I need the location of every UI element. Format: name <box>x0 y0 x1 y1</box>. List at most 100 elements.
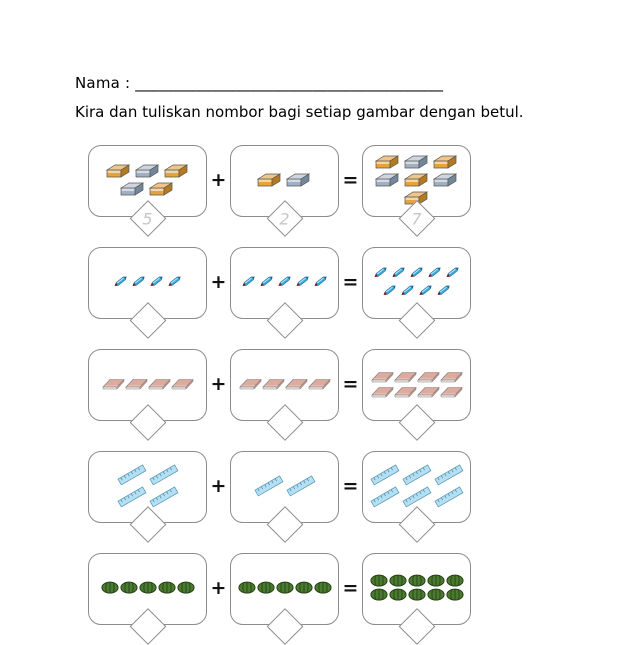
answer-diamond[interactable] <box>267 609 303 645</box>
answer-diamond[interactable] <box>130 507 166 543</box>
answer-diamond[interactable] <box>399 507 435 543</box>
equals-sign: = <box>342 271 359 293</box>
addend-1-box: 5 <box>88 145 207 228</box>
name-blank-line: ________________________________________ <box>135 74 444 92</box>
book-icon <box>147 378 171 390</box>
ruler-icon <box>369 463 399 485</box>
book-icon <box>439 386 463 398</box>
item-group <box>237 149 332 210</box>
watermelon-icon <box>407 574 426 587</box>
book-icon <box>261 378 285 390</box>
equals-sign: = <box>342 169 359 191</box>
item-group <box>369 149 464 210</box>
answer-diamond[interactable] <box>267 303 303 339</box>
pen-icon <box>296 276 309 287</box>
answer-diamond[interactable] <box>399 609 435 645</box>
answer-value: 7 <box>411 209 422 229</box>
pen-icon <box>150 276 163 287</box>
answer-value <box>130 405 166 441</box>
eraser-icon <box>134 163 159 178</box>
watermelon-icon <box>388 574 407 587</box>
answer-diamond[interactable] <box>130 405 166 441</box>
item-group <box>237 353 332 414</box>
item-group <box>237 557 332 618</box>
addend-2-box: 2 <box>230 145 339 228</box>
equation-row-2: + <box>88 247 638 319</box>
equation-row-3: + = <box>88 349 638 421</box>
answer-value <box>399 303 435 339</box>
watermelon-icon <box>426 588 445 601</box>
watermelon-icon <box>237 581 256 594</box>
addend-2-box <box>230 349 339 421</box>
name-label: Nama : <box>75 74 131 92</box>
addend-2-box <box>230 451 339 523</box>
eraser-icon <box>286 172 311 187</box>
answer-diamond[interactable]: 7 <box>399 201 435 237</box>
pen-icon <box>446 267 459 278</box>
addend-1-box <box>88 247 207 319</box>
equals-sign: = <box>342 475 359 497</box>
answer-value: 5 <box>142 209 153 229</box>
watermelon-icon <box>294 581 313 594</box>
item-group <box>237 251 332 312</box>
answer-diamond[interactable] <box>267 507 303 543</box>
pen-icon <box>383 285 396 296</box>
ruler-icon <box>116 485 146 507</box>
pen-icon <box>428 267 441 278</box>
answer-value <box>267 507 303 543</box>
item-group <box>95 149 200 210</box>
watermelon-icon <box>256 581 275 594</box>
equation-row-1: 5 + 2 = <box>88 145 638 228</box>
item-group <box>95 251 200 312</box>
sum-box <box>362 247 471 319</box>
watermelon-icon <box>445 574 464 587</box>
eraser-icon <box>257 172 282 187</box>
watermelon-icon <box>313 581 332 594</box>
book-icon <box>124 378 148 390</box>
item-group <box>369 455 464 516</box>
pen-icon <box>437 285 450 296</box>
ruler-icon <box>253 474 283 496</box>
pen-icon <box>392 267 405 278</box>
watermelon-icon <box>445 588 464 601</box>
pen-icon <box>114 276 127 287</box>
sum-box <box>362 451 471 523</box>
book-icon <box>393 386 417 398</box>
ruler-icon <box>401 463 431 485</box>
book-icon <box>439 371 463 383</box>
answer-diamond[interactable] <box>267 405 303 441</box>
plus-sign: + <box>210 373 227 395</box>
ruler-icon <box>116 463 146 485</box>
ruler-icon <box>148 463 178 485</box>
sum-box <box>362 349 471 421</box>
pen-icon <box>374 267 387 278</box>
item-group <box>113 455 182 516</box>
equation-row-4: + = <box>88 451 638 523</box>
eraser-icon <box>163 163 188 178</box>
book-icon <box>170 378 194 390</box>
answer-diamond[interactable] <box>399 303 435 339</box>
watermelon-icon <box>369 588 388 601</box>
answer-diamond[interactable]: 2 <box>267 201 303 237</box>
eraser-icon <box>149 181 174 196</box>
sum-box <box>362 553 471 625</box>
answer-diamond[interactable]: 5 <box>130 201 166 237</box>
plus-sign: + <box>210 169 227 191</box>
answer-value <box>399 507 435 543</box>
answer-value: 2 <box>279 209 290 229</box>
answer-diamond[interactable] <box>130 609 166 645</box>
answer-diamond[interactable] <box>399 405 435 441</box>
addend-2-box <box>230 553 339 625</box>
answer-diamond[interactable] <box>130 303 166 339</box>
addend-1-box <box>88 451 207 523</box>
worksheet-header: Nama : _________________________________… <box>0 0 638 121</box>
watermelon-icon <box>275 581 294 594</box>
eraser-icon <box>403 172 428 187</box>
pen-icon <box>314 276 327 287</box>
ruler-icon <box>148 485 178 507</box>
ruler-icon <box>401 485 431 507</box>
pen-icon <box>278 276 291 287</box>
eraser-icon <box>120 181 145 196</box>
sum-box: 7 <box>362 145 471 228</box>
answer-value <box>399 609 435 645</box>
